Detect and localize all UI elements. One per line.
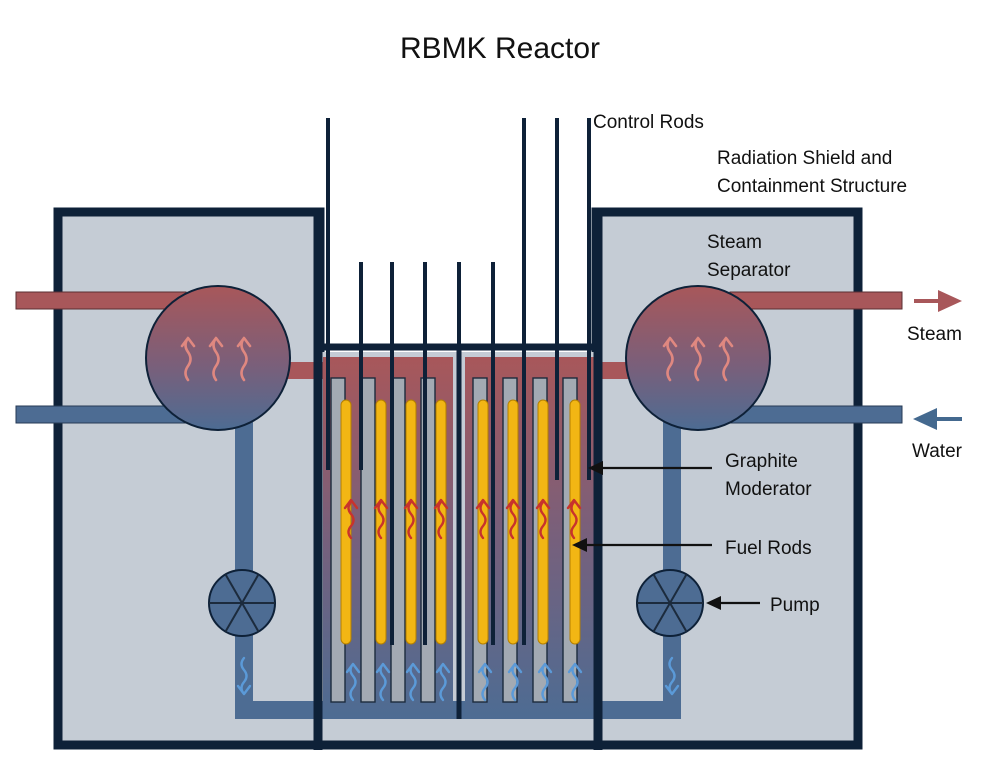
steam-flow-arrow bbox=[208, 336, 224, 382]
cold-flow-arrow bbox=[375, 662, 391, 702]
reactor-core bbox=[323, 357, 595, 719]
hot-flow-arrow bbox=[433, 498, 449, 540]
water-in-arrow-icon bbox=[913, 408, 962, 430]
steam-flow-arrow bbox=[690, 336, 706, 382]
downcomer-flow-arrow bbox=[236, 656, 252, 696]
flow-direction-arrows bbox=[913, 290, 962, 430]
left-downcomer-pipe bbox=[235, 415, 253, 719]
hot-flow-arrow bbox=[343, 498, 359, 540]
shield-label-line2: Containment Structure bbox=[717, 176, 907, 197]
cold-flow-arrow bbox=[345, 662, 361, 702]
core-cold-flow-arrows bbox=[345, 662, 583, 702]
separator-steam-flow-arrows bbox=[662, 336, 734, 382]
hot-flow-arrow bbox=[403, 498, 419, 540]
fuel-rods-label: Fuel Rods bbox=[725, 538, 812, 559]
hot-flow-arrow bbox=[505, 498, 521, 540]
pump-impeller-icon bbox=[209, 573, 275, 633]
cold-flow-arrow bbox=[537, 662, 553, 702]
fuel-rod bbox=[507, 399, 519, 645]
fuel-rod bbox=[405, 399, 417, 645]
fuel-rod bbox=[340, 399, 352, 645]
right-pump bbox=[636, 569, 704, 637]
pumps bbox=[208, 569, 704, 637]
left-water-inlet-pipe bbox=[15, 405, 187, 424]
right-downcomer-pipe bbox=[663, 415, 681, 719]
steam-flow-arrow bbox=[662, 336, 678, 382]
steam-flow-arrow bbox=[180, 336, 196, 382]
left-pump bbox=[208, 569, 276, 637]
control-rods-label: Control Rods bbox=[593, 112, 704, 133]
graphite-moderator-label-line2: Moderator bbox=[725, 479, 812, 500]
hot-flow-arrow bbox=[566, 498, 582, 540]
right-steam-separator bbox=[625, 285, 771, 431]
fuel-rods-pointer-arrow-icon bbox=[572, 538, 712, 552]
right-steam-pipe bbox=[729, 291, 903, 310]
steam-out-arrow-icon bbox=[914, 290, 962, 312]
moderator-pointer-arrow-icon bbox=[588, 461, 712, 475]
moderator-column bbox=[360, 377, 376, 703]
steam-separators bbox=[145, 285, 771, 431]
right-water-inlet-pipe bbox=[729, 405, 903, 424]
cold-flow-arrow bbox=[567, 662, 583, 702]
water-label: Water bbox=[912, 441, 963, 462]
diagram-title: RBMK Reactor bbox=[400, 32, 600, 65]
steam-flow-arrow bbox=[236, 336, 252, 382]
cold-flow-arrow bbox=[405, 662, 421, 702]
hot-flow-arrow bbox=[535, 498, 551, 540]
shield-label-line1: Radiation Shield and bbox=[717, 148, 892, 169]
core-hot-flow-arrows bbox=[343, 498, 582, 540]
steam-separator-label-line2: Separator bbox=[707, 260, 791, 281]
labels: Control Rods Radiation Shield and Contai… bbox=[593, 112, 963, 616]
left-steam-pipe bbox=[15, 291, 187, 310]
control-rods bbox=[313, 118, 603, 750]
fuel-rod bbox=[375, 399, 387, 645]
left-steam-separator bbox=[145, 285, 291, 431]
graphite-moderator-label-line1: Graphite bbox=[725, 451, 798, 472]
fuel-rod bbox=[537, 399, 549, 645]
cold-flow-arrow bbox=[477, 662, 493, 702]
pump-impeller-icon bbox=[637, 573, 703, 633]
separator-steam-flow-arrows bbox=[180, 336, 252, 382]
fuel-rod bbox=[477, 399, 489, 645]
cold-flow-arrow bbox=[507, 662, 523, 702]
pointer-arrows bbox=[572, 461, 760, 610]
pump-label: Pump bbox=[770, 595, 820, 616]
cold-flow-arrow bbox=[435, 662, 451, 702]
steam-separator-label-line1: Steam bbox=[707, 232, 762, 253]
steam-separator-drum bbox=[625, 285, 771, 431]
pump-pointer-arrow-icon bbox=[706, 596, 760, 610]
downcomer-flow-arrows bbox=[236, 656, 680, 696]
hot-flow-arrow bbox=[373, 498, 389, 540]
fuel-rod bbox=[435, 399, 447, 645]
steam-flow-arrow bbox=[718, 336, 734, 382]
downcomer-flow-arrow bbox=[664, 656, 680, 696]
steam-label: Steam bbox=[907, 324, 962, 345]
hot-flow-arrow bbox=[475, 498, 491, 540]
